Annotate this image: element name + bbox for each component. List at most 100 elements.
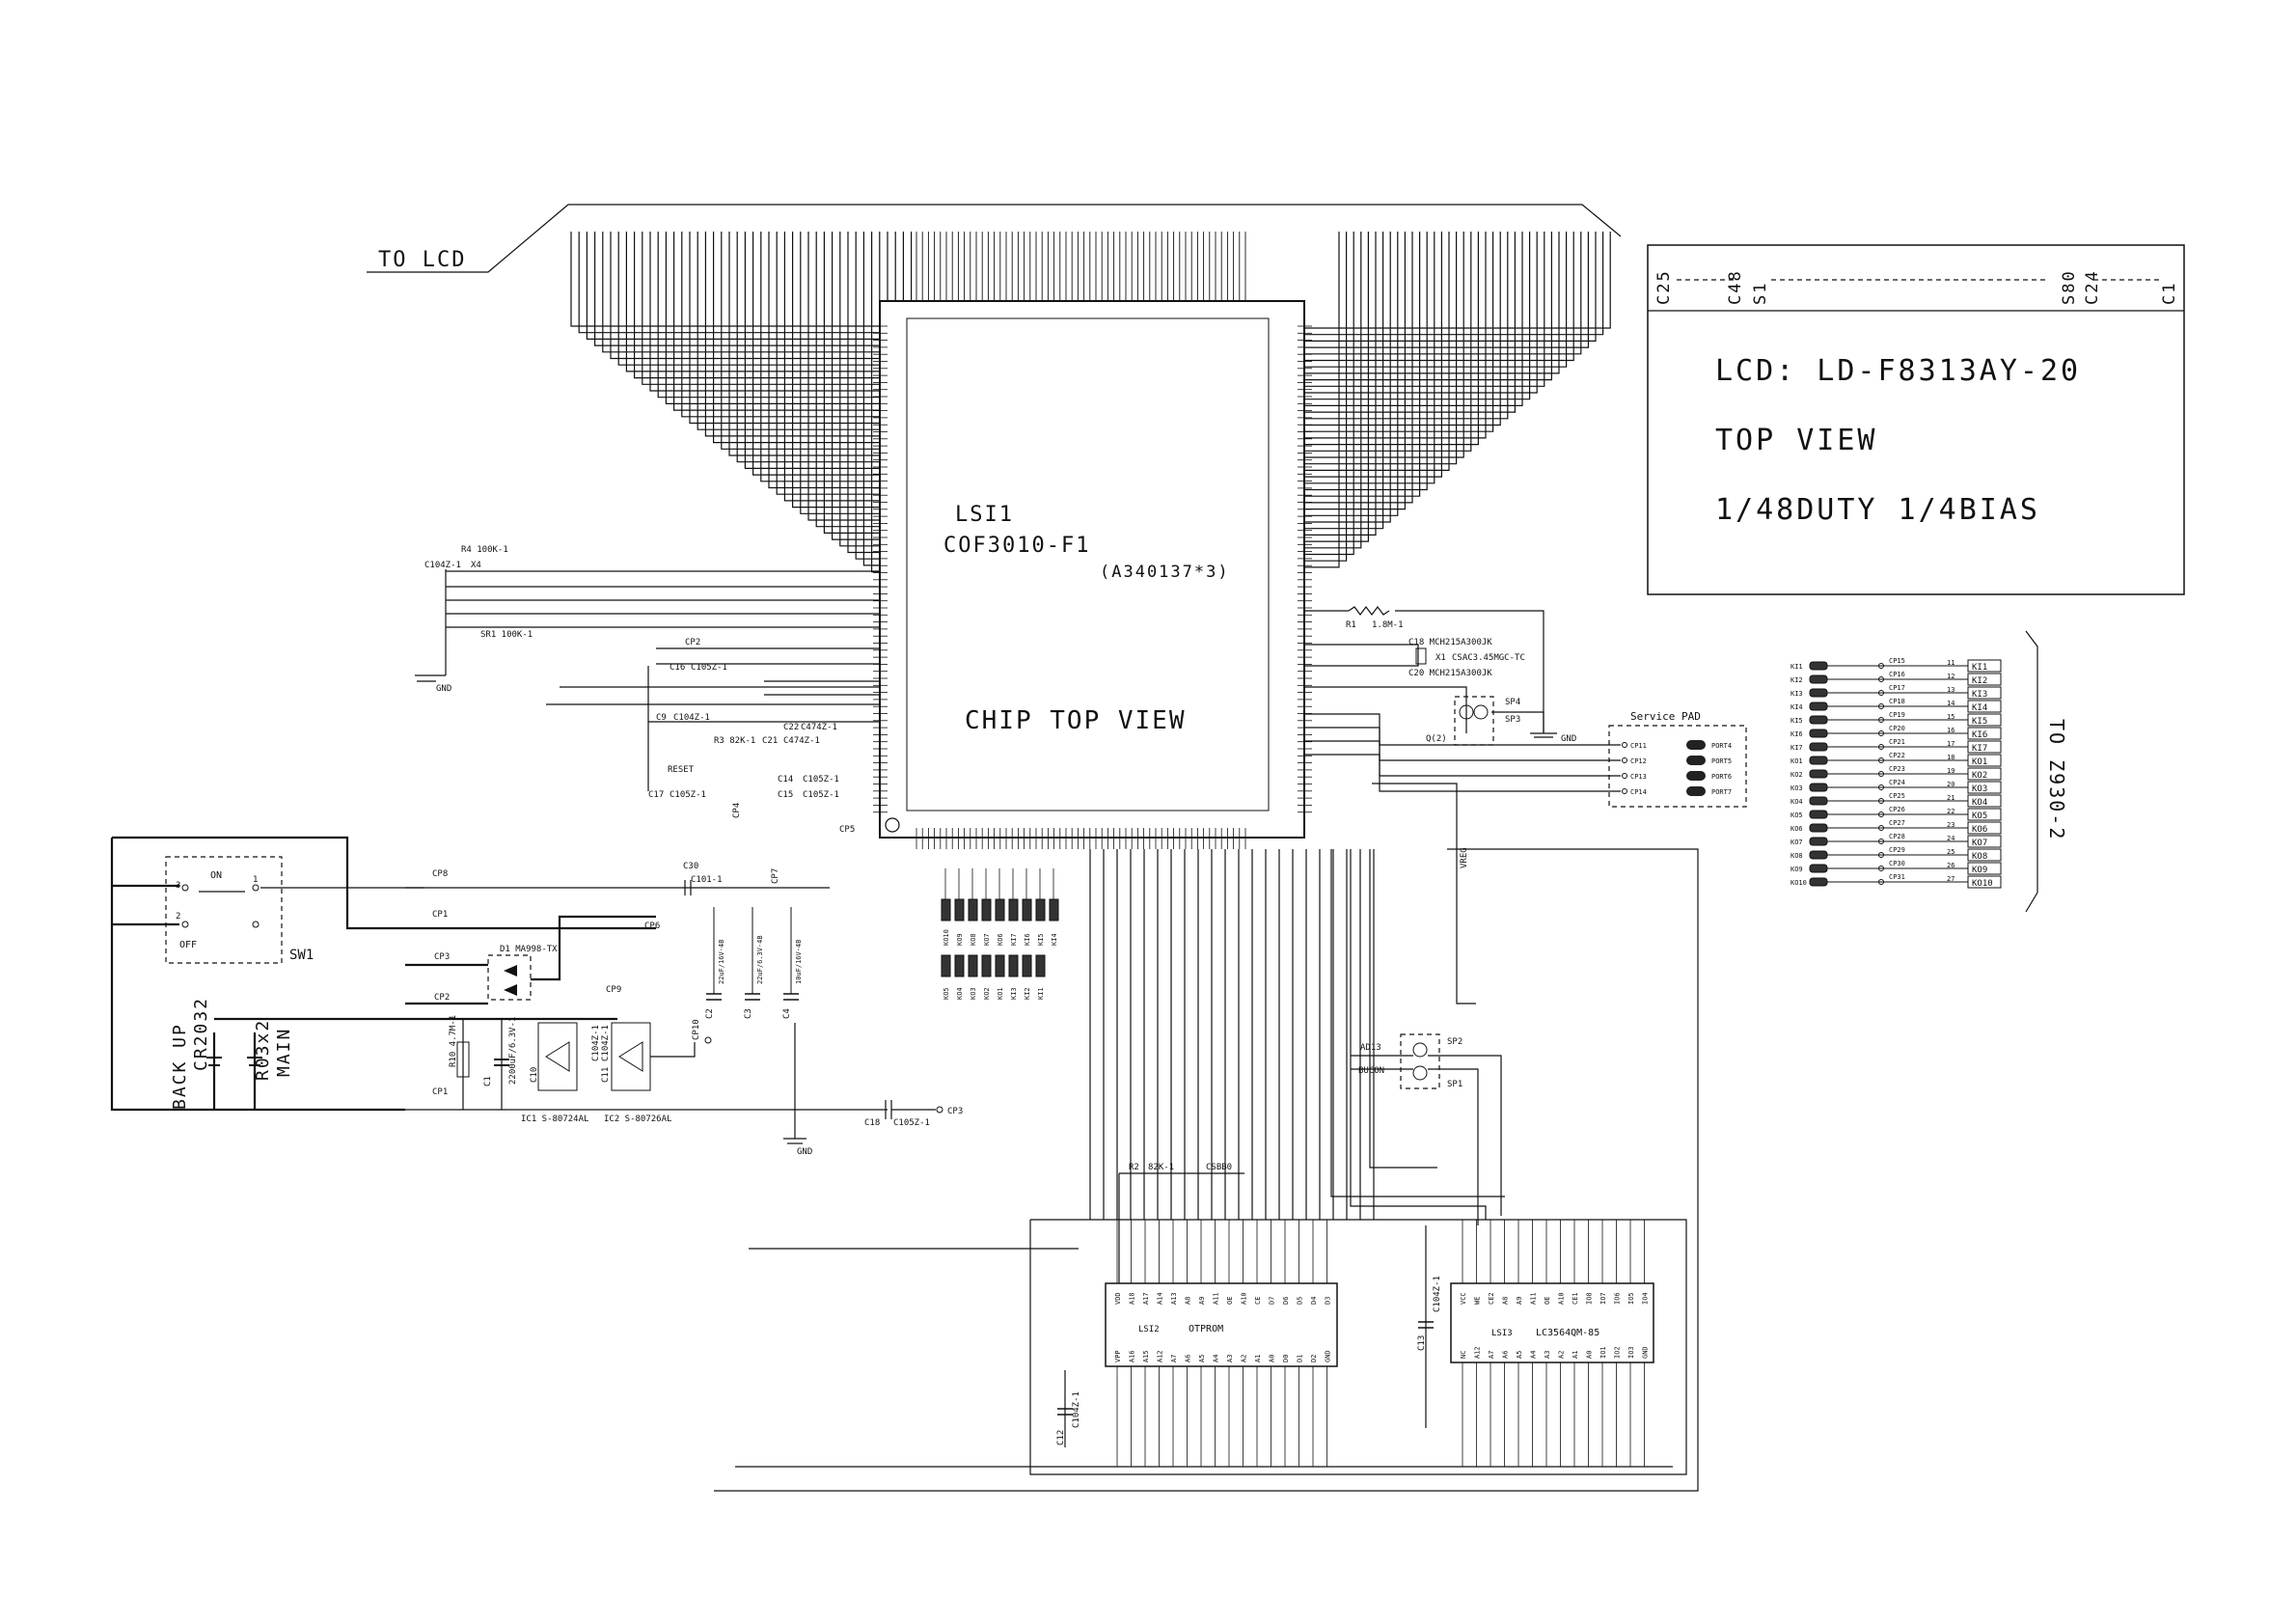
diode-label: KO8 <box>970 933 977 946</box>
lsi2-pin-label: A6 <box>1185 1355 1192 1362</box>
diode-body <box>995 954 1005 977</box>
diode-body <box>1008 954 1019 977</box>
diode-label: KI1 <box>1037 987 1045 1000</box>
key-box <box>1967 848 2002 862</box>
lsi3-pin-label: IO5 <box>1627 1292 1635 1305</box>
reset-block: R4 100K-1 C104Z-1 X4 SR1 100K-1 GND CP2 … <box>415 545 880 884</box>
bus-line <box>1304 232 1545 387</box>
key-left-label: KI5 <box>1790 717 1803 725</box>
bus-line <box>1304 232 1421 497</box>
bus-line <box>1304 232 1377 536</box>
to-z930-label: TO Z930-2 <box>2045 719 2068 840</box>
bucon-label: BUCON <box>1358 1066 1384 1076</box>
bus-line <box>570 232 880 327</box>
bus-wire <box>1369 849 1437 1169</box>
service-pad-contact <box>1686 740 1706 750</box>
lsi3-pin-label: A0 <box>1586 1351 1594 1359</box>
bus-line <box>697 232 880 430</box>
key-diode <box>1809 742 1828 752</box>
key-diode <box>1809 850 1828 860</box>
service-cp-label: CP11 <box>1630 742 1647 750</box>
key-box <box>1967 767 2002 781</box>
key-diode <box>1809 756 1828 765</box>
key-left-label: KO9 <box>1790 866 1803 873</box>
key-box <box>1967 794 2002 808</box>
bus-line <box>1304 232 1604 336</box>
cp-node <box>1878 784 1884 790</box>
c22-value: C474Z-1 <box>801 723 837 732</box>
service-port-label: PORT6 <box>1711 773 1732 781</box>
bus-line <box>672 232 880 411</box>
lsi1-code: (A340137*3) <box>1100 563 1230 582</box>
lsi3-pin-label: A3 <box>1544 1351 1551 1359</box>
cp-node <box>1878 757 1884 763</box>
key-box <box>1967 754 2002 767</box>
r5-label: SR1 100K-1 <box>480 630 533 640</box>
bus-line <box>855 232 880 560</box>
service-wire <box>1304 727 1621 761</box>
service-port-label: PORT5 <box>1711 757 1732 765</box>
lsi3-pin-label: A5 <box>1516 1351 1523 1359</box>
bus-wire <box>1350 849 1487 1220</box>
key-diode <box>1809 729 1828 738</box>
diode-label: KO4 <box>956 987 964 1000</box>
lsi2-type: OTPROM <box>1189 1324 1223 1334</box>
key-diode <box>1809 674 1828 684</box>
key-diode <box>1809 837 1828 846</box>
bus-line <box>807 232 880 521</box>
diode-label: KO3 <box>970 987 977 1000</box>
lsi2-pin-label: D4 <box>1310 1297 1318 1305</box>
key-left-label: KO1 <box>1790 757 1803 765</box>
c17-label: C17 <box>648 790 664 800</box>
key-right-label: KI4 <box>1972 703 1987 713</box>
cp-node <box>1878 771 1884 777</box>
lsi2-pin-label: VPP <box>1114 1350 1122 1362</box>
lcd-view: TOP VIEW <box>1715 424 1878 457</box>
lsi3-pin-label: IO6 <box>1614 1292 1622 1305</box>
cp2-power: CP2 <box>434 993 450 1003</box>
bus-line <box>578 232 880 334</box>
bus-line <box>602 232 880 353</box>
cp4-label: CP4 <box>732 803 742 818</box>
bus-line <box>1304 232 1472 452</box>
key-left-label: KI7 <box>1790 744 1803 752</box>
c1-label: C1 <box>483 1076 493 1087</box>
key-pin-number: 22 <box>1947 808 1954 815</box>
bus-line <box>721 232 880 450</box>
cp-node <box>1878 812 1884 817</box>
bus-line <box>1304 232 1391 523</box>
key-pin-number: 17 <box>1947 740 1954 748</box>
key-left-label: KI6 <box>1790 730 1803 738</box>
lsi2-pin-label: A11 <box>1213 1292 1220 1305</box>
diode-label: KI4 <box>1051 933 1058 946</box>
bus-line <box>1304 232 1560 374</box>
lcd-pin-c25: C25 <box>1654 269 1674 305</box>
bus-line <box>1304 232 1538 394</box>
sp3-label: SP3 <box>1505 715 1520 725</box>
service-wire <box>1304 740 1621 777</box>
bus-line <box>776 232 880 495</box>
lsi1-part: COF3010-F1 <box>943 534 1090 558</box>
c9-label: C9 <box>656 713 667 723</box>
bus-line <box>1304 232 1568 368</box>
key-diode <box>1809 715 1828 725</box>
bus-line <box>1304 232 1531 400</box>
bus-wire <box>1330 849 1505 1197</box>
c13-label: C13 <box>1417 1335 1427 1351</box>
bus-line <box>1304 232 1523 406</box>
cp-node <box>1878 866 1884 871</box>
sp2-label: SP2 <box>1447 1037 1462 1047</box>
key-diode <box>1809 864 1828 873</box>
key-diode <box>1809 701 1828 711</box>
lsi3-pin-label: A10 <box>1558 1292 1566 1305</box>
diode-body <box>1022 954 1032 977</box>
diode-label: KO9 <box>956 933 964 946</box>
gnd-power: GND <box>797 1147 812 1157</box>
diode-label: KO2 <box>983 987 991 1000</box>
lsi2-name: LSI2 <box>1138 1325 1160 1334</box>
service-node <box>1622 773 1627 779</box>
lsi2-pin-label: A12 <box>1157 1350 1164 1362</box>
vreg-label: VREG <box>1460 847 1469 868</box>
lsi2-pin-label: A10 <box>1241 1292 1248 1305</box>
